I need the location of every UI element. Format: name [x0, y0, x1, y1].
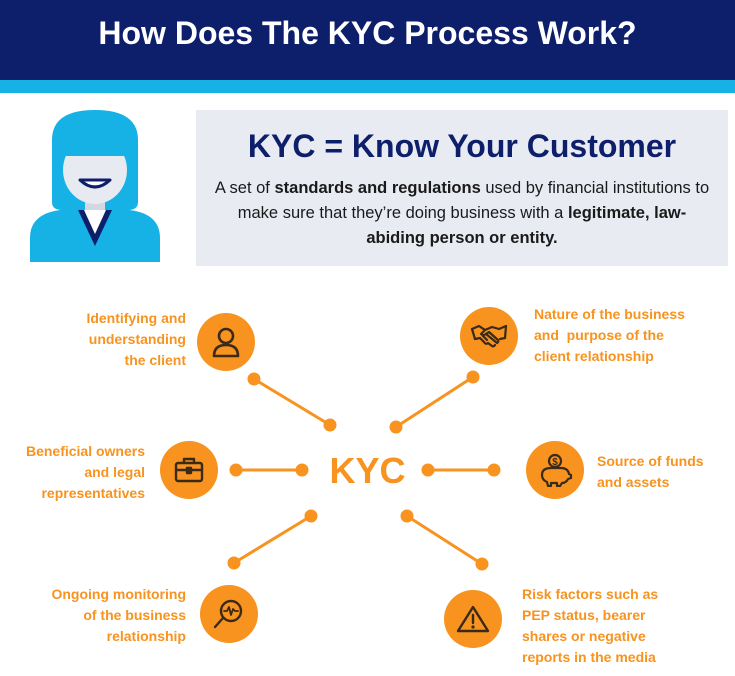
warning-icon	[444, 590, 502, 648]
header-stripe	[0, 80, 735, 93]
item-label: Nature of the business and purpose of th…	[534, 304, 724, 367]
item-label-line: Risk factors such as	[522, 586, 659, 602]
kyc-diagram: KYC Identifying and understanding the cl…	[0, 270, 735, 676]
piggy-bank-icon: $	[526, 441, 584, 499]
item-label-line: of the business	[83, 607, 186, 623]
definition-text-part: A set of	[214, 179, 275, 197]
item-label-line: Ongoing monitoring	[51, 586, 186, 602]
definition-text-part: used by financial institutions to make s…	[237, 179, 710, 222]
item-label-line: Source of funds	[597, 453, 704, 469]
item-label-line: Nature of the business	[534, 306, 685, 322]
briefcase-icon	[160, 441, 218, 499]
svg-text:$: $	[552, 457, 558, 468]
person-icon	[197, 313, 255, 371]
item-label: Identifying and understanding the client	[20, 308, 186, 371]
woman-avatar-icon	[30, 110, 160, 262]
connector-lines	[227, 370, 501, 571]
item-label: Source of funds and assets	[597, 451, 727, 493]
item-label: Beneficial owners and legal representati…	[0, 441, 145, 504]
definition-text-bold: legitimate, law-abiding person or entity…	[366, 204, 687, 247]
item-label: Ongoing monitoring of the business relat…	[16, 584, 186, 647]
definition-text: A set of standards and regulations used …	[212, 176, 712, 251]
item-label-line: Beneficial owners	[25, 443, 145, 459]
definition-text-bold: standards and regulations	[274, 179, 481, 197]
item-label-line: shares or negative	[522, 628, 646, 644]
definition-title: KYC = Know Your Customer	[247, 128, 677, 164]
item-label-line: client relationship	[534, 348, 654, 364]
item-label: Risk factors such as PEP status, bearer …	[522, 584, 722, 668]
page-title: How Does The KYC Process Work?	[98, 15, 637, 51]
definition-panel: KYC = Know Your Customer A set of standa…	[196, 110, 728, 266]
item-label-line: and legal	[84, 464, 145, 480]
item-label-line: relationship	[106, 628, 186, 644]
item-label-line: understanding	[88, 331, 186, 347]
header-bar	[0, 0, 735, 80]
item-label-line: PEP status, bearer	[522, 607, 646, 623]
item-label-line: the client	[124, 352, 186, 368]
item-label-line: and assets	[597, 474, 670, 490]
item-label-line: representatives	[41, 485, 145, 501]
item-label-line: Identifying and	[86, 310, 186, 326]
magnifier-icon	[200, 585, 258, 643]
item-label-line: and purpose of the	[534, 327, 664, 343]
item-label-line: reports in the media	[522, 649, 656, 665]
kyc-center-label: KYC	[329, 450, 406, 491]
handshake-icon	[460, 307, 518, 365]
